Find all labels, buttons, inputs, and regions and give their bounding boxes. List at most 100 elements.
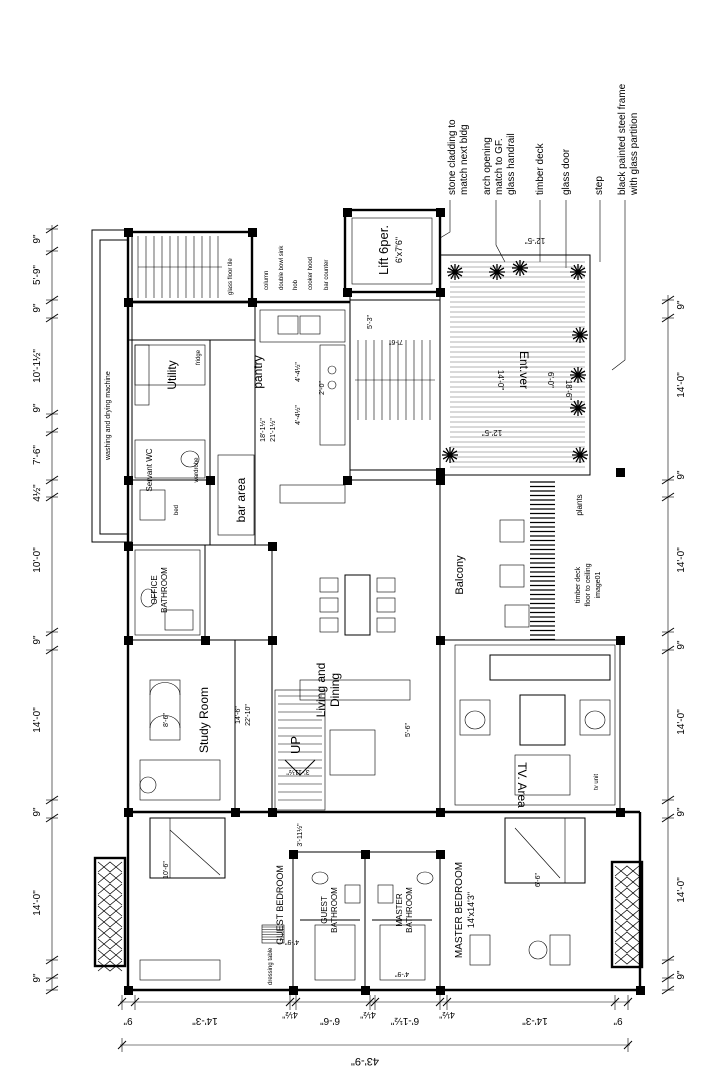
- utility: Utility fridge: [134, 344, 206, 406]
- planter-right: [610, 860, 644, 969]
- svg-text:Dining: Dining: [328, 673, 342, 707]
- master-bedroom: MASTER BEDROOM 14'x14'3": [454, 817, 586, 966]
- servant-wc: Servant WC wardrobe bed: [134, 439, 206, 521]
- dim-bottom-2: 4½": [282, 1010, 298, 1020]
- dim-bottom-5: 6'-1½": [390, 1015, 419, 1026]
- tv-area: TV. Area tv unit: [454, 644, 616, 808]
- dim-left-2: 9": [32, 303, 43, 313]
- dim-bottom-0: 9": [123, 1015, 133, 1026]
- wardrobe-note: wardrobe: [194, 457, 200, 484]
- washing-note: washing and drying machine: [105, 371, 112, 461]
- dim-right-0: 9": [676, 300, 687, 310]
- svg-text:14'-6": 14'-6": [235, 706, 242, 724]
- balcony-label: Balcony: [454, 555, 466, 595]
- callout-timber-deck: timber deck: [535, 142, 546, 195]
- entrance-label: Ent.ver: [517, 351, 531, 389]
- glass-floor-note: glass floor tile: [228, 258, 234, 295]
- dressing-table-note: dressing table: [268, 947, 274, 985]
- pantry-label: pantry: [251, 355, 265, 388]
- hob-note: hob: [293, 279, 299, 290]
- lift-label: Lift 6per.: [376, 225, 391, 275]
- svg-text:image01: image01: [595, 571, 602, 598]
- dim-left-10: 9": [32, 807, 43, 817]
- plants-label: plants: [575, 494, 584, 515]
- dim-right-1: 14'-0": [676, 372, 687, 398]
- callout-arch-1: arch opening: [482, 137, 493, 195]
- svg-text:6'-0": 6'-0": [546, 372, 555, 388]
- svg-text:4'-9": 4'-9": [285, 938, 299, 945]
- svg-text:12'-5": 12'-5": [482, 428, 503, 437]
- svg-text:5'-6": 5'-6": [405, 723, 412, 737]
- dim-right-3: 14'-0": [676, 547, 687, 573]
- dim-bottom-8: 9": [613, 1015, 623, 1026]
- dim-left-9: 14'-0": [32, 707, 43, 733]
- sink-note: double bowl sink: [279, 245, 285, 290]
- callout-arch-2: match to GF.: [494, 138, 505, 195]
- interior-dimensions: 5'-3" 7'-6" 18'-1½" 21'-1½" 4'-4½" 4'-4½…: [163, 315, 542, 977]
- svg-text:4'-4½": 4'-4½": [294, 405, 302, 425]
- svg-text:2'-0": 2'-0": [319, 381, 326, 395]
- callout-stone-cladding-1: stone cladding to: [447, 119, 458, 195]
- svg-text:floor to ceiling: floor to ceiling: [585, 563, 592, 606]
- svg-text:18'-1½": 18'-1½": [259, 418, 267, 442]
- svg-text:BATHROOM: BATHROOM: [405, 887, 414, 933]
- study-room-label: Study Room: [197, 687, 211, 753]
- entrance-deck: Ent.ver 14'-0" 18'-6" 6'-0" 12'-5" 12'-5…: [439, 236, 591, 516]
- dim-right-7: 14'-0": [676, 877, 687, 903]
- bar-area: bar area: [217, 454, 346, 536]
- dim-right-6: 9": [676, 807, 687, 817]
- svg-text:18'-6": 18'-6": [564, 380, 573, 401]
- left-dimension-string: 9" 5'-9" 9" 10'-1½" 9" 7'-6" 4½" 10'-0" …: [32, 224, 59, 995]
- lift-size: 6'x7'6": [394, 237, 404, 263]
- dim-left-6: 4½": [32, 484, 43, 502]
- tv-area-label: TV. Area: [515, 762, 529, 808]
- dim-bottom-3: 6'-6": [320, 1015, 340, 1026]
- fridge-note: fridge: [196, 349, 202, 365]
- entrance-dim: 14'-0": [496, 370, 505, 391]
- svg-text:BATHROOM: BATHROOM: [330, 887, 339, 933]
- dim-left-3: 10'-1½": [32, 349, 43, 383]
- dim-right-8: 9": [676, 970, 687, 980]
- pantry: pantry column double bowl sink hob cooke…: [251, 245, 346, 446]
- bar-counter-note: bar counter: [324, 260, 330, 290]
- svg-text:3'-11½": 3'-11½": [286, 768, 310, 776]
- guest-bedroom: GUEST BEDROOM dressing table: [139, 817, 285, 985]
- master-bedroom-size: 14'x14'3": [466, 892, 476, 928]
- svg-text:BATHROOM: BATHROOM: [160, 567, 169, 613]
- svg-text:3'-11½": 3'-11½": [296, 823, 304, 847]
- dim-bottom-6: 4½": [439, 1010, 455, 1020]
- callout-steel-frame-2: with glass partition: [629, 113, 640, 196]
- planter-left: [93, 856, 127, 972]
- dim-left-11: 14'-0": [32, 890, 43, 916]
- svg-text:timber deck: timber deck: [575, 566, 582, 603]
- dim-bottom-4: 4½": [360, 1010, 376, 1020]
- right-dimension-string: 9" 14'-0" 9" 14'-0" 9" 14'-0" 9" 14'-0" …: [661, 295, 687, 995]
- tv-unit-note: tv unit: [594, 774, 600, 790]
- dim-left-5: 7'-6": [32, 445, 43, 465]
- callouts: stone cladding to match next bldg arch o…: [439, 83, 640, 371]
- service-block: washing and drying machine: [91, 229, 133, 543]
- svg-text:8'-6": 8'-6": [163, 713, 170, 727]
- utility-label: Utility: [165, 360, 179, 389]
- dim-left-0: 9": [32, 234, 43, 244]
- master-bedroom-label: MASTER BEDROOM: [454, 862, 465, 958]
- guest-bathroom: GUEST BATHROOM: [311, 871, 361, 981]
- callout-step: step: [594, 176, 605, 195]
- servant-wc-label: Servant WC: [145, 448, 154, 491]
- svg-text:MASTER: MASTER: [395, 893, 404, 927]
- svg-text:21'-1½": 21'-1½": [269, 418, 277, 442]
- study-room: Study Room: [139, 679, 221, 801]
- bar-area-label: bar area: [234, 477, 248, 522]
- living-dining: Living and Dining: [299, 574, 411, 776]
- dim-left-8: 9": [32, 635, 43, 645]
- dim-right-2: 9": [676, 470, 687, 480]
- dim-left-1: 5'-9": [32, 265, 43, 285]
- svg-text:OFFICE: OFFICE: [150, 575, 159, 604]
- master-bathroom: MASTER BATHROOM: [377, 871, 434, 981]
- svg-text:4'-9": 4'-9": [395, 970, 409, 977]
- office-bathroom: OFFICE BATHROOM: [134, 549, 201, 636]
- svg-text:10'-6": 10'-6": [163, 861, 170, 879]
- dim-left-7: 10'-0": [32, 547, 43, 573]
- guest-bedroom-label: GUEST BEDROOM: [275, 865, 285, 945]
